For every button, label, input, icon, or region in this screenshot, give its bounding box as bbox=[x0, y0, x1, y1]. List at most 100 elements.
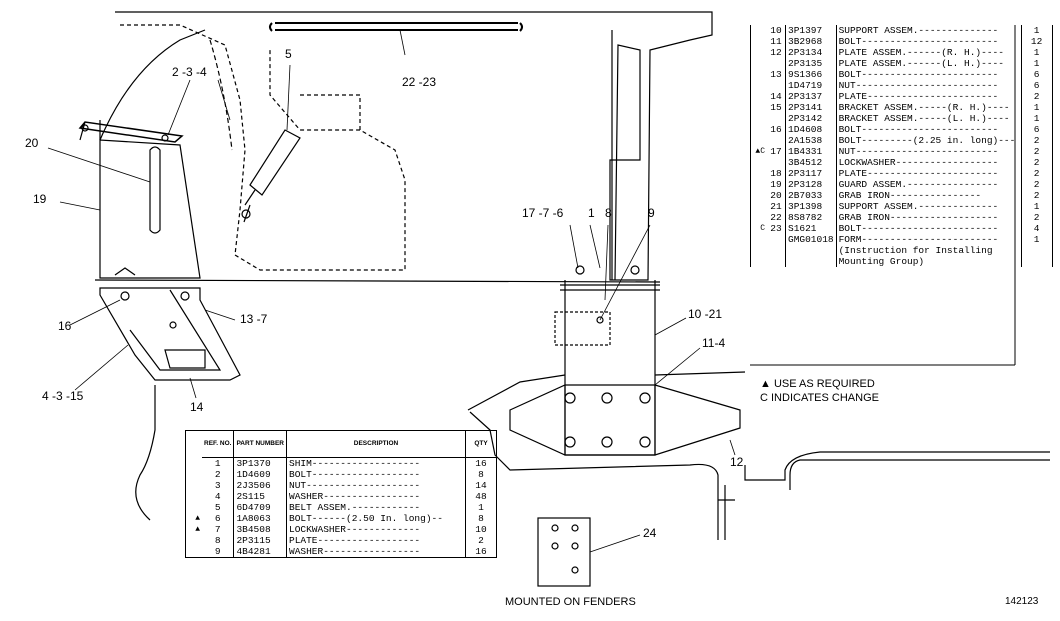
cell-mark bbox=[751, 256, 768, 267]
cell-ref: 2 bbox=[202, 469, 235, 480]
grab-iron-top bbox=[269, 22, 523, 32]
cell-part: 3P1398 bbox=[785, 201, 837, 212]
cell-qty: 1 bbox=[1033, 47, 1040, 58]
cell-desc: PLATE ASSEM.------(L. H.)---- bbox=[836, 58, 1022, 69]
cell-desc: FORM------------------------ bbox=[836, 234, 1022, 245]
cell-desc: BOLT---------(2.25 in. long)--- bbox=[836, 135, 1022, 146]
cell-desc: (Instruction for Installing bbox=[836, 245, 1022, 256]
cell-part: 2P3134 bbox=[785, 47, 837, 58]
cell-qty: 16 bbox=[475, 458, 487, 469]
cell-part: 1D4719 bbox=[785, 80, 837, 91]
cell-mark bbox=[751, 80, 768, 91]
fender-outline-left bbox=[135, 385, 156, 521]
cell-qty: 8 bbox=[478, 469, 484, 480]
cell-ref bbox=[767, 157, 786, 168]
cell-part: 3B2968 bbox=[785, 36, 837, 47]
cell-qty: 4 bbox=[1033, 223, 1040, 234]
cell-desc: SHIM------------------- bbox=[286, 457, 466, 469]
cell-mark bbox=[751, 69, 768, 80]
cell-ref: 23 bbox=[767, 223, 786, 234]
cell-desc: BOLT------------------------ bbox=[836, 124, 1022, 135]
cell-qty bbox=[1021, 256, 1052, 267]
cell-desc: SUPPORT ASSEM.-------------- bbox=[836, 201, 1022, 212]
cell-part: 1D4609 bbox=[233, 469, 287, 480]
cell-ref bbox=[767, 80, 786, 91]
cell-part: S1621 bbox=[785, 223, 837, 234]
cell-part: 1A8063 bbox=[233, 513, 287, 524]
cell-qty: 2 bbox=[478, 535, 484, 546]
cell-qty: 1 bbox=[1033, 201, 1040, 212]
cell-desc: BELT ASSEM.------------ bbox=[286, 502, 466, 513]
cell-ref bbox=[767, 245, 786, 256]
cell-desc: PLATE----------------------- bbox=[836, 91, 1022, 102]
cell-desc: GRAB IRON---------------- bbox=[836, 190, 1022, 201]
cell-mark bbox=[751, 190, 768, 201]
header-part-number: PART NUMBER bbox=[233, 430, 287, 458]
cell-ref bbox=[767, 234, 786, 245]
cell-desc: NUT-------------------- bbox=[286, 480, 466, 491]
cell-mark bbox=[186, 469, 203, 480]
cell-desc: NUT------------------------- bbox=[836, 80, 1022, 91]
callout-12: 12 bbox=[730, 455, 744, 469]
cell-mark bbox=[186, 480, 203, 491]
plate-assembly bbox=[509, 384, 741, 456]
cell-qty: 1 bbox=[1033, 234, 1040, 245]
cell-mark bbox=[186, 458, 203, 470]
cell-desc: BOLT------------------------ bbox=[836, 36, 1022, 47]
cell-part: 2P3135 bbox=[785, 58, 837, 69]
cell-ref: 6 bbox=[202, 513, 235, 524]
cell-mark bbox=[186, 491, 203, 502]
cell-ref: 18 bbox=[767, 168, 786, 179]
cell-part: 6D4709 bbox=[233, 502, 287, 513]
callout-4-3-15: 4 -3 -15 bbox=[42, 389, 84, 403]
cell-qty: 2 bbox=[1033, 179, 1040, 190]
cell-qty: 1 bbox=[478, 502, 484, 513]
cell-ref: 12 bbox=[767, 47, 786, 58]
cell-ref: 19 bbox=[767, 179, 786, 190]
cell-part bbox=[785, 256, 837, 267]
cell-part: 1B4331 bbox=[785, 146, 837, 157]
callout-1: 1 bbox=[588, 206, 595, 220]
cell-ref bbox=[767, 135, 786, 146]
cell-ref: 11 bbox=[767, 36, 786, 47]
cell-ref: 3 bbox=[202, 480, 235, 491]
cell-desc: BOLT------------------------ bbox=[836, 223, 1022, 234]
cell-mark bbox=[751, 58, 768, 69]
cell-ref: 14 bbox=[767, 91, 786, 102]
cell-part: 3B4508 bbox=[233, 524, 287, 535]
cell-part: 4B4281 bbox=[233, 546, 287, 558]
cell-mark bbox=[751, 157, 768, 168]
cell-qty: 2 bbox=[1033, 157, 1040, 168]
notes: ▲ USE AS REQUIRED C INDICATES CHANGE bbox=[760, 377, 879, 405]
cell-mark bbox=[186, 546, 203, 558]
cell-ref: 21 bbox=[767, 201, 786, 212]
cell-qty: 10 bbox=[475, 524, 487, 535]
cell-part: 2B7033 bbox=[785, 190, 837, 201]
cell-ref: 5 bbox=[202, 502, 235, 513]
cell-mark bbox=[751, 168, 768, 179]
cab-floor-line bbox=[94, 279, 661, 283]
cell-qty: 6 bbox=[1033, 69, 1040, 80]
callout-5: 5 bbox=[285, 47, 292, 61]
cell-mark bbox=[751, 36, 768, 47]
cell-desc: WASHER----------------- bbox=[286, 491, 466, 502]
cell-qty: 8 bbox=[478, 513, 484, 524]
cell-ref: 20 bbox=[767, 190, 786, 201]
cell-desc: PLATE----------------------- bbox=[836, 168, 1022, 179]
cell-part: 1D4608 bbox=[785, 124, 837, 135]
